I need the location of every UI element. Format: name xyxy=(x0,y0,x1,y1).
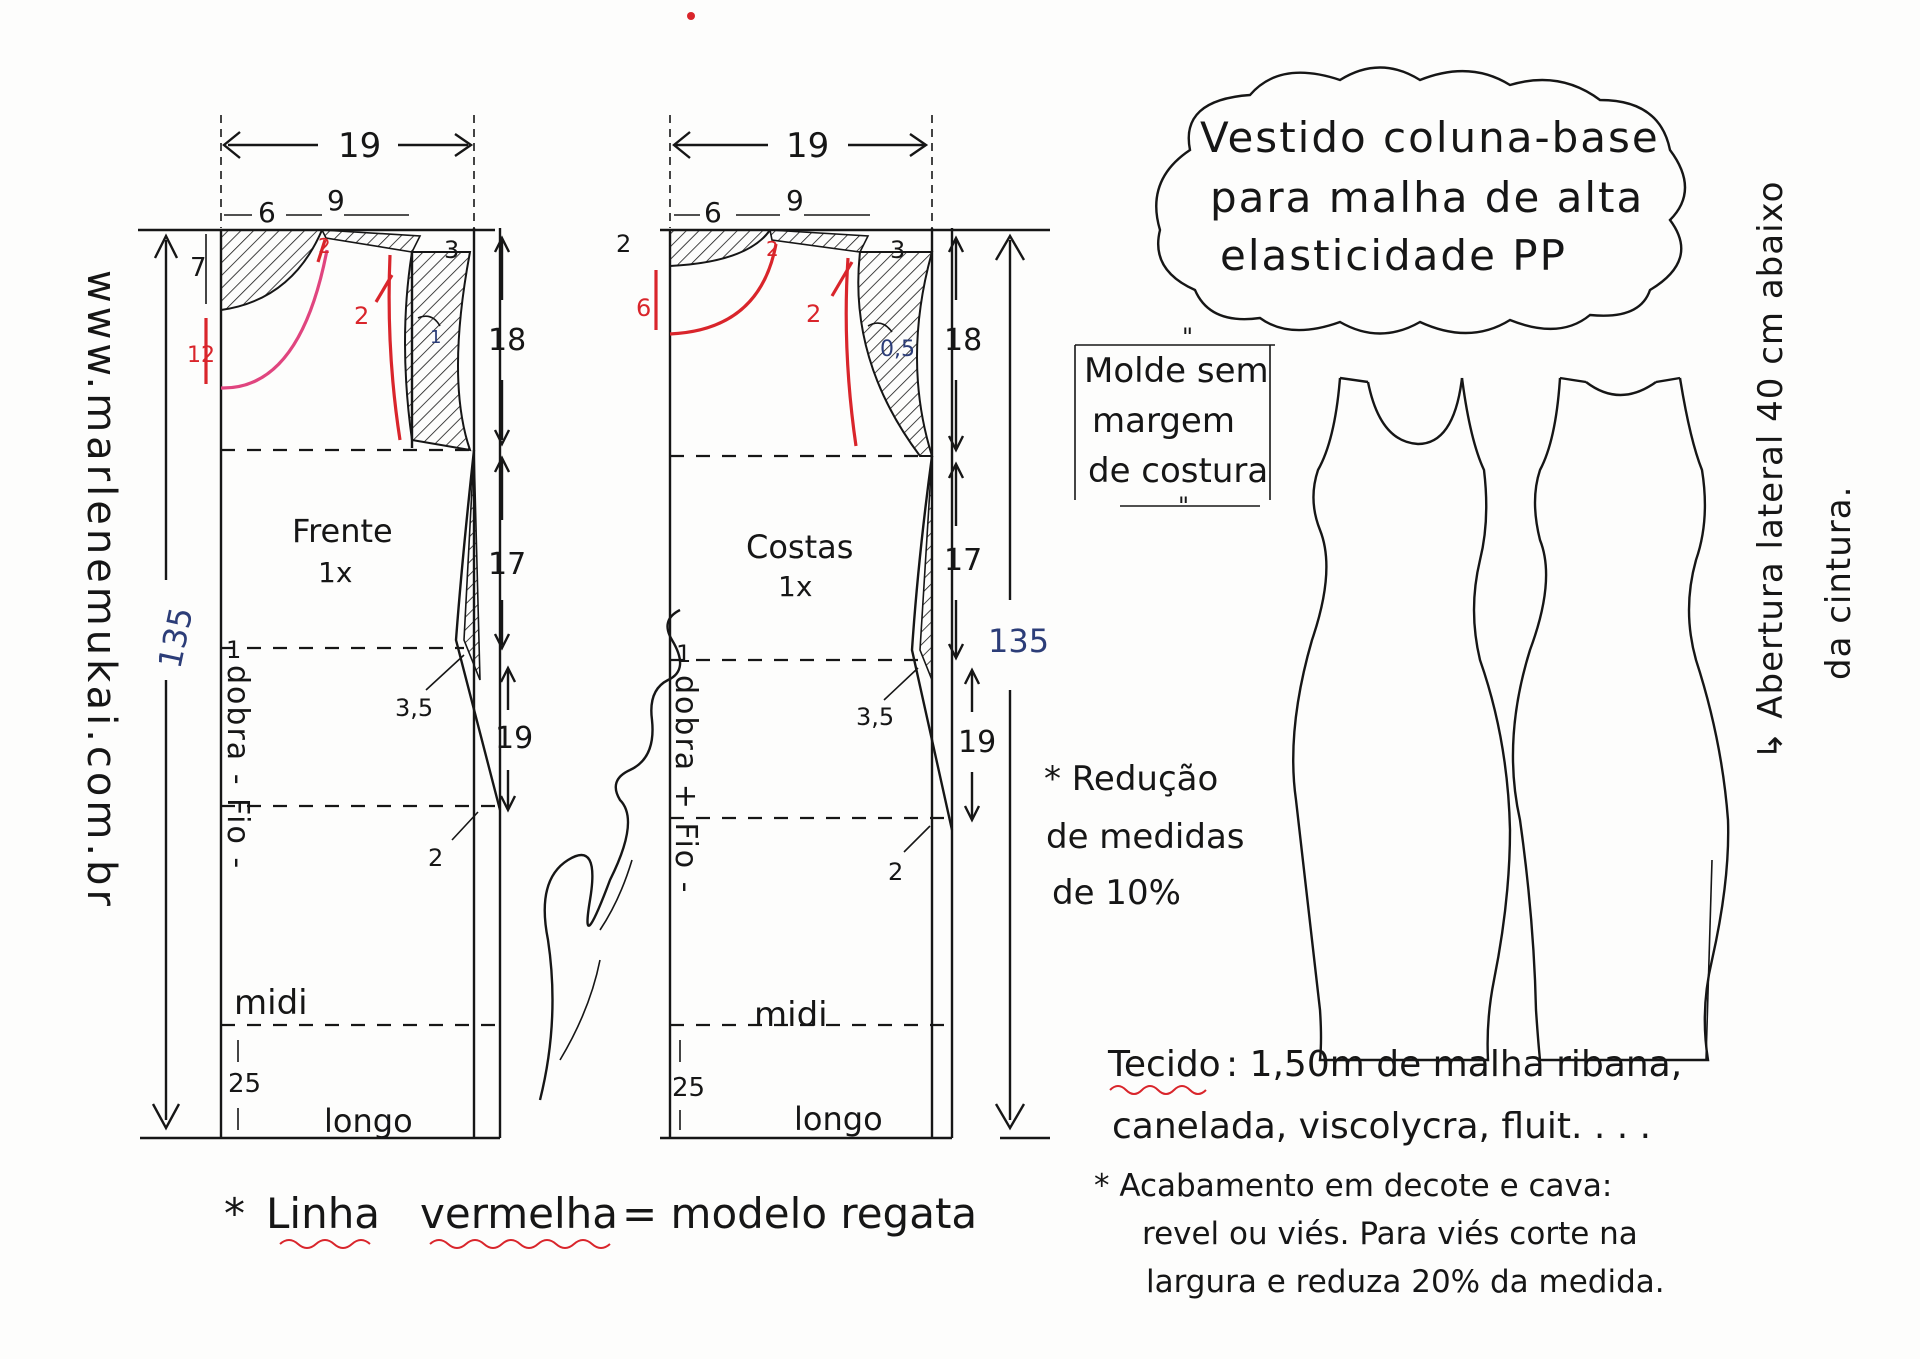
back-hip-height-label: 19 xyxy=(958,725,996,760)
title-line1: Vestido coluna-base xyxy=(1200,113,1660,162)
back-fold-label: dobra + Fio - xyxy=(668,675,703,895)
legend-linha: Linha xyxy=(266,1189,380,1238)
front-fold-mark: 1 xyxy=(226,636,241,664)
back-width-label: 19 xyxy=(786,126,829,166)
side-note-line1: ↳ Abertura lateral 40 cm abaixo xyxy=(1751,181,1791,760)
dress-front-illustration xyxy=(1292,376,1512,1062)
reduction-line1: * Redução xyxy=(1044,759,1218,799)
fabric-underline xyxy=(1109,1085,1207,1095)
title-cloud: Vestido coluna-base para malha de alta e… xyxy=(1155,66,1687,335)
legend: * Linha vermelha = modelo regata xyxy=(224,1189,977,1249)
back-armhole-inset-label: 0,5 xyxy=(880,337,915,362)
back-total-length-label: 135 xyxy=(988,622,1049,660)
website-text: www.marlenemukai.com.br xyxy=(78,270,124,910)
title-line2: para malha de alta xyxy=(1210,173,1644,222)
reduction-line2: de medidas xyxy=(1046,817,1245,857)
front-shoulder-width-label: 9 xyxy=(327,184,345,217)
front-hip-outset-label: 2 xyxy=(428,844,443,872)
front-waist-inset-label: 3,5 xyxy=(395,694,433,722)
back-piece-qty: 1x xyxy=(778,570,812,603)
title-line3: elasticidade PP xyxy=(1220,231,1567,280)
front-regata-neck-offset-label: 2 xyxy=(354,302,369,330)
back-waist-height-label: 17 xyxy=(944,543,982,578)
front-armhole-inset-label: 1 xyxy=(430,327,441,348)
front-midi-label: midi xyxy=(234,983,308,1023)
no-seam-quote-bottom: " xyxy=(1178,492,1189,520)
finish-line2: revel ou viés. Para viés corte na xyxy=(1142,1216,1638,1252)
front-neck-depth-label: 7 xyxy=(190,253,207,283)
legend-underline-2 xyxy=(429,1239,611,1249)
back-waist-inset-label: 3,5 xyxy=(856,703,894,731)
front-fold-label: dobra - Fio - xyxy=(220,665,255,870)
reduction-line3: de 10% xyxy=(1052,873,1181,913)
fabric-label: Tecido xyxy=(1107,1044,1221,1085)
no-seam-line2: margem xyxy=(1092,401,1235,441)
front-width-label: 19 xyxy=(338,126,381,166)
front-longo-label: longo xyxy=(324,1102,413,1140)
dress-back-illustration xyxy=(1511,376,1730,1062)
no-seam-quote-top: " xyxy=(1182,323,1193,351)
fabric-text1: : 1,50m de malha ribana, xyxy=(1226,1044,1682,1085)
legend-vermelha: vermelha xyxy=(420,1189,618,1238)
front-regata-shoulder-label: 2 xyxy=(318,234,331,258)
signature xyxy=(538,608,682,1101)
back-regata-shoulder-label: 2 xyxy=(766,237,779,261)
back-neck-depth-label: 2 xyxy=(616,230,631,258)
back-midi-label: midi xyxy=(754,995,828,1035)
no-seam-line1: Molde sem xyxy=(1084,351,1269,391)
front-neck-width-label: 6 xyxy=(258,196,276,229)
back-armhole-shoulder-label: 3 xyxy=(890,236,905,264)
front-waist-height-label: 17 xyxy=(488,547,526,582)
front-regata-depth-label: 12 xyxy=(187,343,215,368)
back-piece-name: Costas xyxy=(746,528,853,566)
back-hip-outset-label: 2 xyxy=(888,858,903,886)
back-longo-length-label: 25 xyxy=(672,1073,705,1103)
no-seam-line3: de costura xyxy=(1088,451,1268,491)
front-piece-qty: 1x xyxy=(318,556,352,589)
front-armhole-shoulder-label: 3 xyxy=(444,236,459,264)
finish-line1: * Acabamento em decote e cava: xyxy=(1094,1168,1612,1204)
back-regata-neck-offset-label: 2 xyxy=(806,300,821,328)
front-piece-name: Frente xyxy=(292,512,393,550)
back-piece: 19 6 9 2 2 2 6 0,5 3 xyxy=(616,115,1050,1140)
back-neck-width-label: 6 xyxy=(704,196,722,229)
legend-rest: = modelo regata xyxy=(622,1189,977,1238)
back-shoulder-width-label: 9 xyxy=(786,184,804,217)
front-hip-height-label: 19 xyxy=(495,721,533,756)
front-armhole-height-label: 18 xyxy=(488,323,526,358)
back-longo-label: longo xyxy=(794,1100,883,1138)
side-note-line2: da cintura. xyxy=(1819,486,1859,680)
front-total-length-label: 135 xyxy=(151,604,201,672)
legend-underline-1 xyxy=(279,1239,371,1249)
back-regata-depth-label: 6 xyxy=(636,294,651,322)
back-armhole-height-label: 18 xyxy=(944,323,982,358)
legend-star: * xyxy=(224,1189,245,1238)
red-mark xyxy=(687,12,695,20)
front-longo-length-label: 25 xyxy=(228,1069,261,1099)
finish-line3: largura e reduza 20% da medida. xyxy=(1146,1264,1665,1300)
front-piece: 19 6 9 2 2 7 12 xyxy=(138,115,533,1140)
no-seam-note: " " Molde sem margem de costura xyxy=(1074,323,1275,520)
fabric-text2: canelada, viscolycra, fluit. . . . xyxy=(1112,1106,1651,1147)
